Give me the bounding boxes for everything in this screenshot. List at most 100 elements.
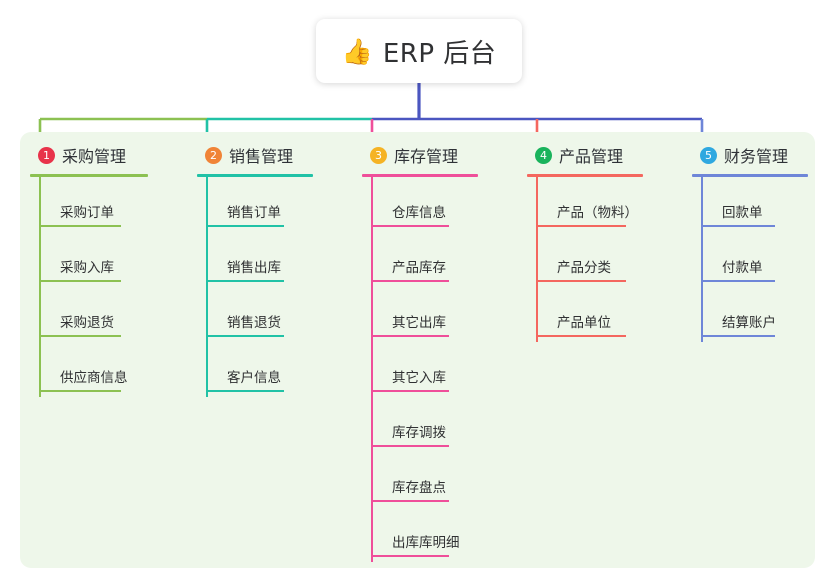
branch-badge-3: 3: [370, 146, 387, 164]
leaf-node[interactable]: 采购订单: [30, 177, 148, 232]
leaf-rule: [371, 280, 449, 282]
branch-badge-5: 5: [700, 146, 717, 164]
leaf-label: 销售订单: [227, 205, 281, 221]
branch-column-3: 3 库存管理仓库信息产品库存其它出库其它入库库存调拨库存盘点出库库明细: [362, 143, 478, 562]
branch-items-4: 产品（物料） 产品分类产品单位: [527, 177, 643, 342]
leaf-rule: [39, 280, 121, 282]
leaf-rule: [371, 555, 449, 557]
leaf-label: 采购订单: [60, 205, 114, 221]
leaf-node[interactable]: 采购退货: [30, 287, 148, 342]
branch-column-1: 1 采购管理采购订单采购入库采购退货供应商信息: [30, 143, 148, 397]
branch-spine-2: [206, 177, 208, 397]
leaf-rule: [371, 390, 449, 392]
branch-spine-5: [701, 177, 703, 342]
branch-title-5: 财务管理: [724, 147, 789, 166]
branch-items-5: 回款单付款单结算账户: [692, 177, 808, 342]
leaf-rule: [206, 225, 284, 227]
branch-panel: [20, 132, 815, 568]
leaf-node[interactable]: 仓库信息: [362, 177, 478, 232]
leaf-node[interactable]: 库存调拨: [362, 397, 478, 452]
branch-badge-1: 1: [38, 146, 55, 164]
branch-header-rule-5: [692, 174, 808, 177]
leaf-rule: [536, 225, 626, 227]
leaf-label: 出库库明细: [392, 535, 460, 551]
branch-header-3[interactable]: 3 库存管理: [362, 143, 478, 167]
branch-title-4: 产品管理: [559, 147, 624, 166]
leaf-rule: [39, 335, 121, 337]
leaf-label: 销售退货: [227, 315, 281, 331]
leaf-node[interactable]: 出库库明细: [362, 507, 478, 562]
branch-title-2: 销售管理: [229, 147, 294, 166]
leaf-node[interactable]: 客户信息: [197, 342, 313, 397]
leaf-label: 其它出库: [392, 315, 446, 331]
branch-header-rule-4: [527, 174, 643, 177]
leaf-rule: [701, 225, 775, 227]
leaf-node[interactable]: 产品库存: [362, 232, 478, 287]
leaf-node[interactable]: 结算账户: [692, 287, 808, 342]
branch-column-4: 4 产品管理产品（物料） 产品分类产品单位: [527, 143, 643, 342]
branch-column-5: 5 财务管理回款单付款单结算账户: [692, 143, 808, 342]
leaf-label: 采购入库: [60, 260, 114, 276]
leaf-label: 付款单: [722, 260, 763, 276]
leaf-label: 客户信息: [227, 370, 281, 386]
leaf-rule: [371, 445, 449, 447]
leaf-label: 库存调拨: [392, 425, 446, 441]
leaf-rule: [206, 390, 284, 392]
leaf-label: 采购退货: [60, 315, 114, 331]
leaf-node[interactable]: 销售出库: [197, 232, 313, 287]
leaf-node[interactable]: 销售退货: [197, 287, 313, 342]
branch-header-4[interactable]: 4 产品管理: [527, 143, 643, 167]
branch-items-2: 销售订单销售出库销售退货客户信息: [197, 177, 313, 397]
leaf-label: 销售出库: [227, 260, 281, 276]
leaf-rule: [371, 335, 449, 337]
leaf-node[interactable]: 产品（物料）: [527, 177, 643, 232]
branch-badge-2: 2: [205, 146, 222, 164]
leaf-rule: [206, 335, 284, 337]
leaf-rule: [536, 280, 626, 282]
leaf-label: 仓库信息: [392, 205, 446, 221]
branch-badge-4: 4: [535, 146, 552, 164]
leaf-label: 产品（物料）: [557, 205, 638, 221]
leaf-rule: [39, 390, 121, 392]
leaf-node[interactable]: 付款单: [692, 232, 808, 287]
thumbs-up-icon: 👍: [341, 36, 373, 66]
leaf-node[interactable]: 其它出库: [362, 287, 478, 342]
leaf-label: 供应商信息: [60, 370, 128, 386]
branch-title-3: 库存管理: [394, 147, 459, 166]
leaf-node[interactable]: 库存盘点: [362, 452, 478, 507]
leaf-node[interactable]: 销售订单: [197, 177, 313, 232]
branch-column-2: 2 销售管理销售订单销售出库销售退货客户信息: [197, 143, 313, 397]
leaf-label: 结算账户: [722, 315, 776, 331]
branch-header-1[interactable]: 1 采购管理: [30, 143, 148, 167]
root-node[interactable]: 👍 ERP 后台: [316, 19, 522, 83]
branch-spine-1: [39, 177, 41, 397]
root-title: ERP 后台: [382, 38, 497, 69]
leaf-label: 库存盘点: [392, 480, 446, 496]
branch-header-5[interactable]: 5 财务管理: [692, 143, 808, 167]
leaf-label: 产品库存: [392, 260, 446, 276]
leaf-label: 其它入库: [392, 370, 446, 386]
leaf-node[interactable]: 供应商信息: [30, 342, 148, 397]
leaf-rule: [206, 280, 284, 282]
leaf-rule: [371, 225, 449, 227]
leaf-node[interactable]: 其它入库: [362, 342, 478, 397]
leaf-rule: [701, 280, 775, 282]
branch-items-3: 仓库信息产品库存其它出库其它入库库存调拨库存盘点出库库明细: [362, 177, 478, 562]
leaf-label: 回款单: [722, 205, 763, 221]
branch-header-rule-2: [197, 174, 313, 177]
branch-header-rule-1: [30, 174, 148, 177]
leaf-node[interactable]: 产品单位: [527, 287, 643, 342]
leaf-node[interactable]: 产品分类: [527, 232, 643, 287]
branch-spine-4: [536, 177, 538, 342]
leaf-rule: [536, 335, 626, 337]
leaf-node[interactable]: 回款单: [692, 177, 808, 232]
leaf-label: 产品单位: [557, 315, 611, 331]
leaf-rule: [371, 500, 449, 502]
branch-header-rule-3: [362, 174, 478, 177]
branch-title-1: 采购管理: [62, 147, 127, 166]
leaf-label: 产品分类: [557, 260, 611, 276]
leaf-node[interactable]: 采购入库: [30, 232, 148, 287]
branch-header-2[interactable]: 2 销售管理: [197, 143, 313, 167]
